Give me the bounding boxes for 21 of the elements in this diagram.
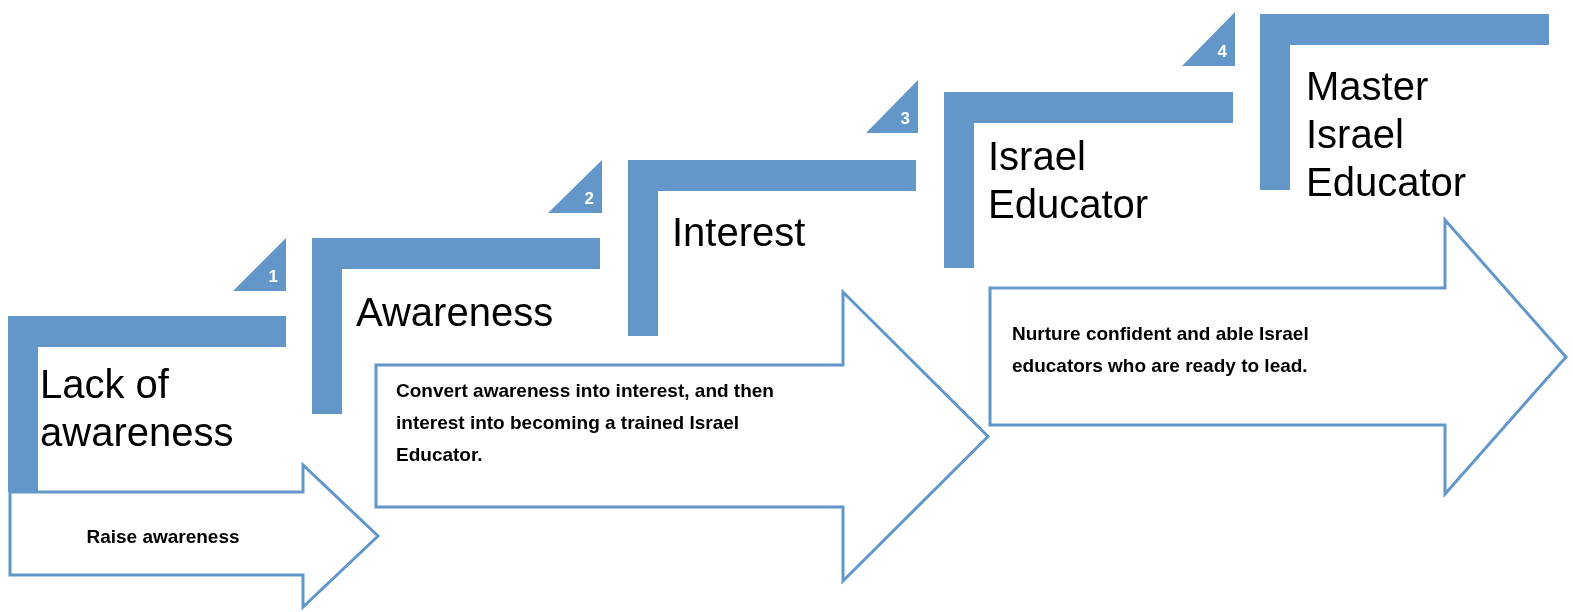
number-triangle: [233, 238, 286, 291]
step-shape: [628, 160, 918, 336]
step-title: Israel Educator: [988, 133, 1150, 228]
number-triangle: [548, 160, 602, 213]
number-triangle: [1182, 12, 1235, 66]
description-text: Nurture confident and able Israel educators who are ready to lead.: [1012, 322, 1310, 378]
step-number: 2: [584, 189, 594, 209]
step-number: 4: [1217, 42, 1227, 62]
step-shape: [8, 316, 288, 494]
step-title: Lack of awareness: [40, 361, 235, 456]
step-title: Interest: [672, 209, 807, 256]
step-title: Master Israel Educator: [1306, 63, 1468, 206]
step-number: 3: [900, 109, 910, 129]
description-text: Convert awareness into interest, and then interest into becoming a trained Israel Educator.: [396, 379, 775, 467]
arrow-shape: [8, 463, 380, 609]
step-title: Awareness: [356, 289, 555, 336]
arrow-shape: [988, 218, 1568, 496]
step-number: 1: [268, 267, 278, 287]
description-text: Raise awareness: [85, 525, 241, 549]
step-shape: [944, 92, 1235, 269]
number-triangle: [866, 80, 918, 133]
